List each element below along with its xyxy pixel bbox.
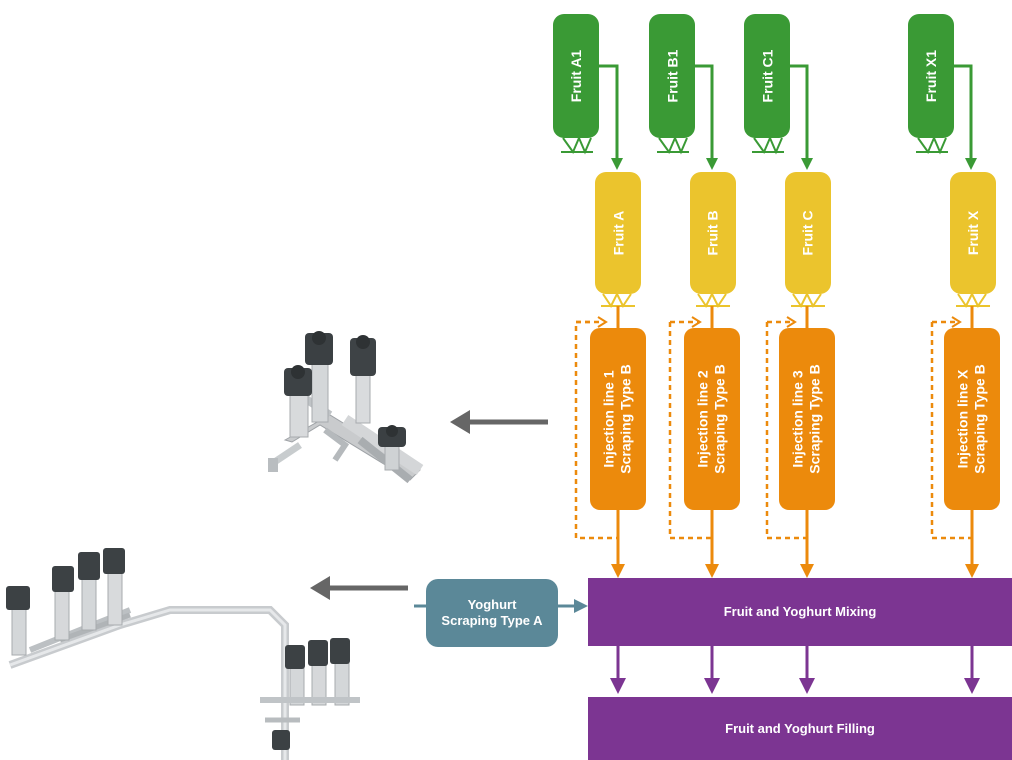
mixing-to-filling-arrows [610,646,980,694]
filling-bar [588,697,1012,760]
injection-label-2: Injection line 2 Scraping Type B [695,364,728,474]
injection-label-1: Injection line 1 Scraping Type B [601,364,634,474]
fruit-label-b: Fruit B [704,210,721,256]
source-container-a1 [553,14,623,170]
source-label-x1: Fruit X1 [923,49,939,103]
injection-label-x: Injection line X Scraping Type B [955,364,988,474]
mixing-bar [588,578,1012,646]
source-container-x1 [908,14,977,170]
source-containers [553,14,977,170]
injection-line-x [930,306,1000,578]
injection-label-3: Injection line 3 Scraping Type B [790,364,823,474]
injection-lines [574,306,1000,578]
source-label-a1: Fruit A1 [568,49,584,103]
arrow-left-bottom [310,576,408,600]
mixing-label: Fruit and Yoghurt Mixing [723,604,877,619]
fruit-label-a: Fruit A [610,210,626,256]
yoghurt-label: Yoghurt Scraping Type A [441,597,543,628]
fruit-container-c [785,172,831,308]
source-container-c1 [744,14,813,170]
source-label-c1: Fruit C1 [759,49,776,103]
fruit-label-c: Fruit C [799,210,816,256]
yoghurt-feed [414,579,588,647]
filling-label: Fruit and Yoghurt Filling [725,720,875,736]
source-label-b1: Fruit B1 [664,49,681,103]
fruit-containers [595,172,996,308]
injection-line-1 [574,306,646,578]
arrow-left-top [450,410,548,434]
source-container-b1 [649,14,718,170]
pipe-system-icon [6,548,360,760]
fruit-label-x: Fruit X [965,210,981,256]
injection-line-3 [765,306,835,578]
injection-line-2 [668,306,740,578]
valve-cluster-icon [268,331,424,484]
